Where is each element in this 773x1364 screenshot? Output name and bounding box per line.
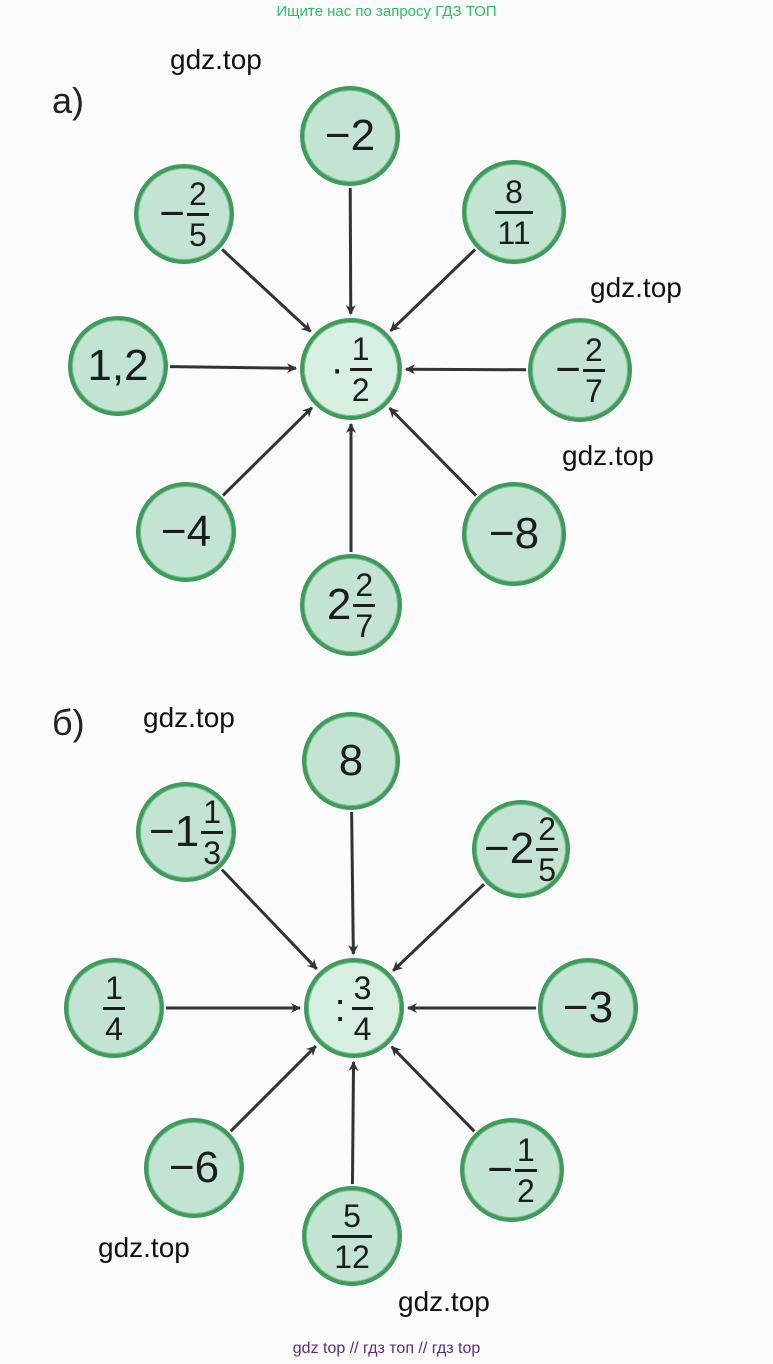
node-a-bottom-left: −4 (136, 482, 236, 582)
node-b-right: −3 (538, 958, 638, 1058)
arrow-b-top-right (392, 883, 486, 972)
diagram-b-arrows (166, 811, 536, 1185)
watermark: gdz.top (170, 44, 262, 75)
bottom-banner: gdz top // гдз топ // гдз top (292, 1340, 481, 1357)
arrow-b-bottom-left (229, 1045, 317, 1133)
watermark: gdz.top (98, 1232, 190, 1263)
node-b-top: 8 (302, 712, 400, 810)
arrow-a-right (404, 364, 527, 375)
node-b-bottom-left: −6 (144, 1118, 244, 1218)
arrow-a-top (345, 187, 356, 316)
arrow-b-top (348, 811, 359, 956)
diagram-a-label: а) (52, 80, 85, 121)
arrow-a-top-right (389, 248, 477, 332)
arrow-a-left (169, 363, 298, 374)
watermark: gdz.top (143, 702, 235, 733)
arrow-b-top-left (220, 868, 318, 970)
arrow-b-bottom (348, 1060, 359, 1185)
watermark: gdz.top (562, 440, 654, 471)
arrow-b-bottom-right (390, 1045, 476, 1133)
watermark: gdz.top (590, 272, 682, 303)
node-a-bottom-right: −8 (462, 482, 566, 586)
diagram-b-label: б) (52, 702, 85, 743)
arrow-a-bottom-right (388, 407, 478, 497)
arrow-a-top-left (221, 248, 312, 333)
node-a-left: 1,2 (68, 316, 168, 416)
watermark: gdz.top (398, 1286, 490, 1317)
diagram-a-arrows (169, 187, 527, 552)
top-banner: Ищите нас по запросу ГДЗ ТОП (276, 3, 497, 20)
arrow-a-bottom-left (221, 406, 313, 497)
node-a-top: −2 (300, 86, 400, 186)
